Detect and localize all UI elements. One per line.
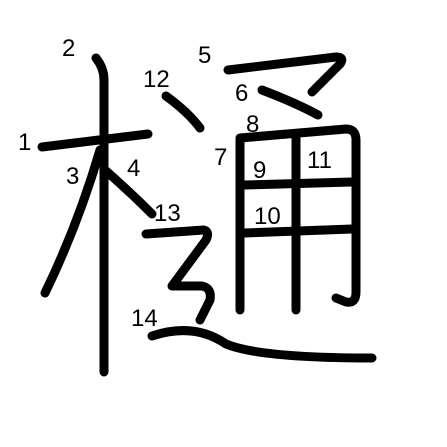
stroke-number-1: 1: [18, 129, 31, 156]
stroke-4: [100, 165, 157, 219]
stroke-number-3: 3: [66, 163, 79, 190]
stroke-number-13: 13: [154, 200, 181, 227]
stroke-number-14: 14: [131, 305, 158, 332]
stroke-number-11: 11: [307, 147, 332, 174]
stroke-1: [37, 129, 153, 152]
stroke-3: [40, 145, 105, 298]
stroke-number-8: 8: [246, 111, 259, 138]
stroke-number-10: 10: [254, 203, 281, 230]
stroke-14: [147, 326, 377, 363]
stroke-8: [235, 124, 361, 307]
stroke-number-5: 5: [198, 42, 211, 69]
stroke-2: [91, 53, 109, 377]
stroke-number-7: 7: [214, 144, 227, 171]
stroke-number-12: 12: [143, 66, 170, 93]
stroke-number-4: 4: [127, 155, 140, 182]
stroke-6: [257, 85, 323, 120]
stroke-number-6: 6: [235, 80, 248, 107]
stroke-13: [141, 225, 215, 325]
stroke-12: [161, 91, 205, 133]
stroke-5: [223, 52, 347, 97]
stroke-number-9: 9: [253, 157, 266, 184]
stroke-number-2: 2: [62, 35, 75, 62]
